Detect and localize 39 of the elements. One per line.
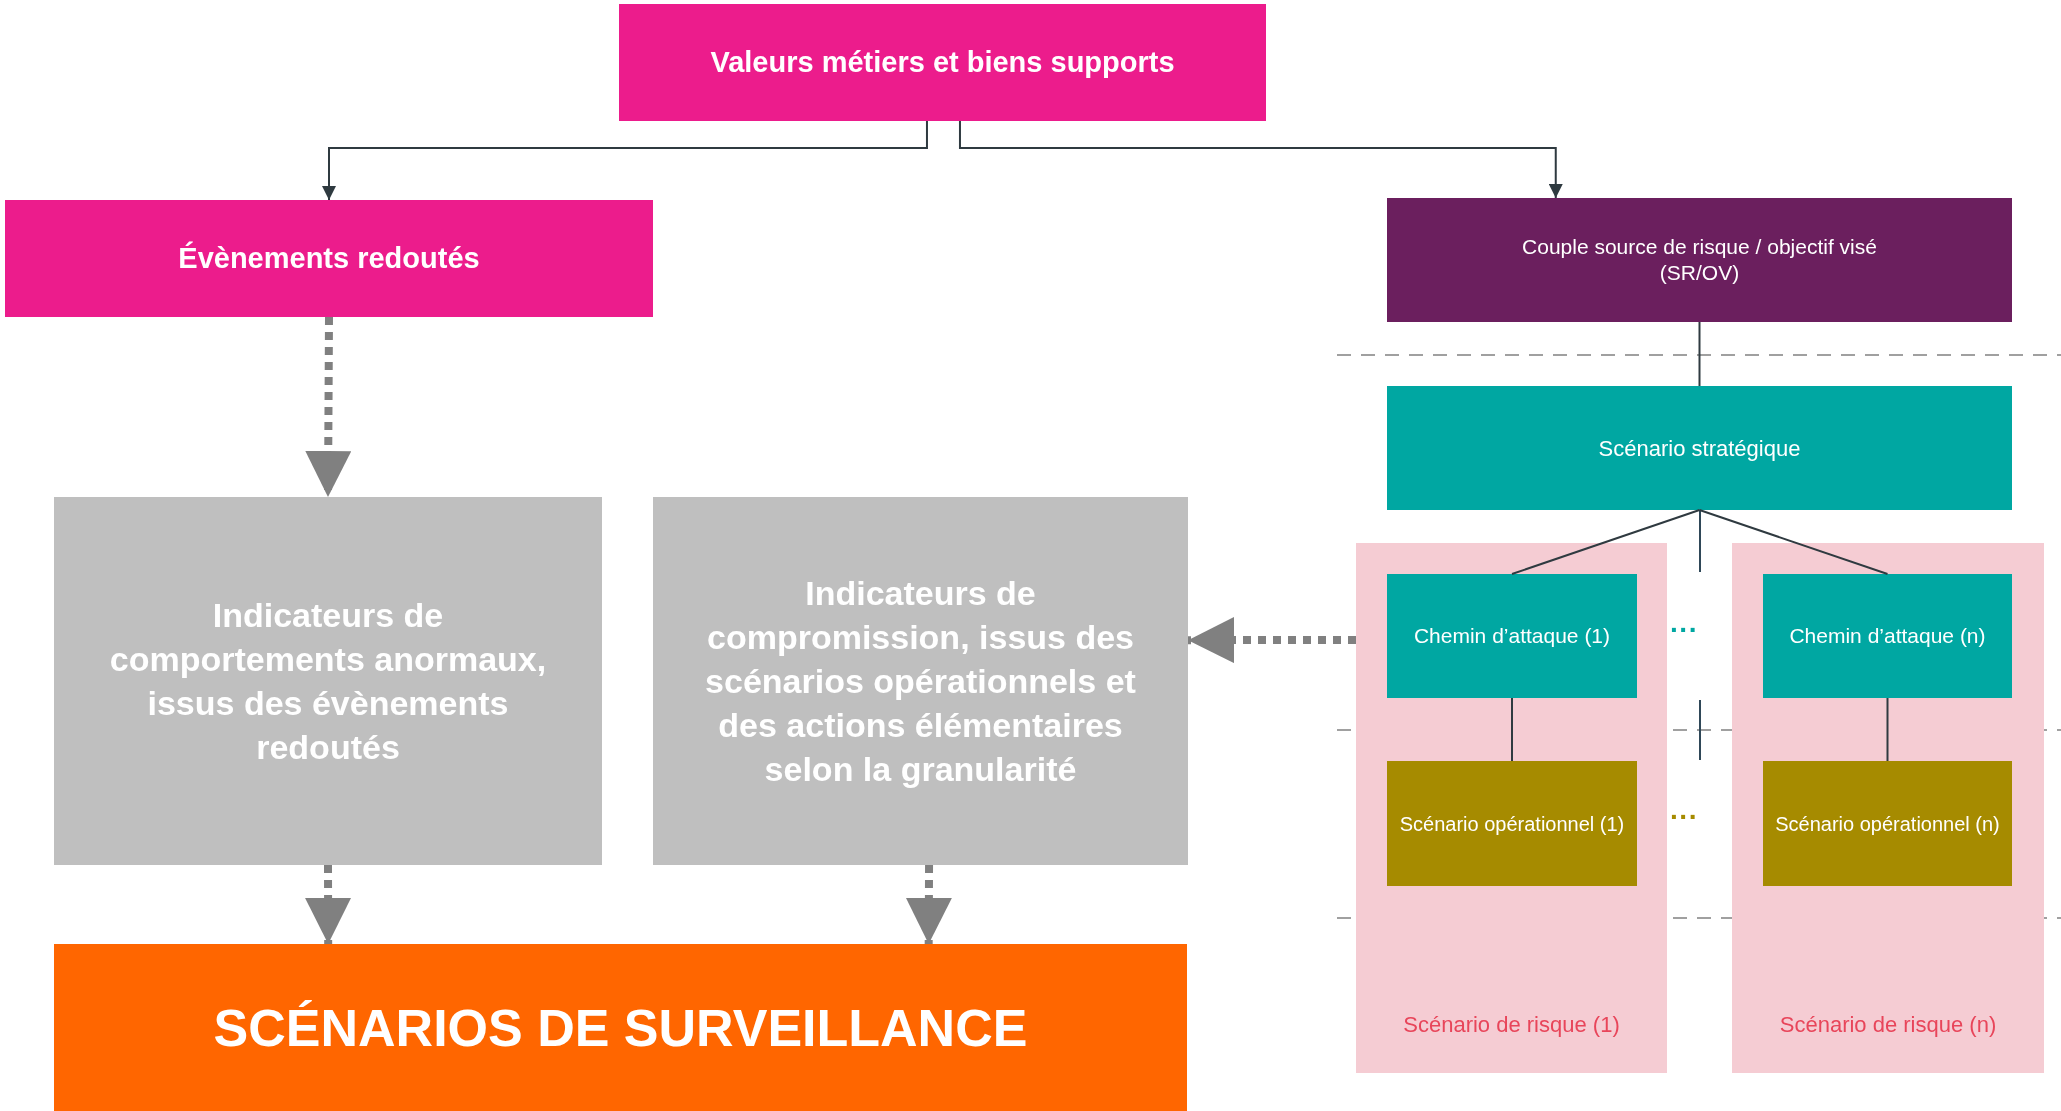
node-label: Chemin d’attaque (n) xyxy=(1789,623,1986,650)
process-box xyxy=(619,4,1266,121)
node-label: Scénario stratégique xyxy=(1598,434,1801,463)
band-panel xyxy=(1356,543,1667,1073)
process-box xyxy=(1763,761,2012,886)
connector-line xyxy=(1698,509,1889,575)
node-label: Couple source de risque / objectif visé (SR/OV) xyxy=(1521,233,1878,286)
band-panel xyxy=(1732,543,2044,1073)
process-box xyxy=(1763,574,2012,698)
process-box xyxy=(1387,761,1637,886)
node-label: SCÉNARIOS DE SURVEILLANCE xyxy=(213,997,1028,1059)
process-box xyxy=(5,200,653,317)
process-box xyxy=(1387,198,2012,322)
arrow xyxy=(1188,617,1356,664)
process-box xyxy=(1387,574,1637,698)
arrow xyxy=(905,865,952,944)
node-label: Scénario opérationnel (n) xyxy=(1775,811,2000,837)
process-box xyxy=(54,944,1187,1111)
node-label: Indicateurs de compromission, issus des scénarios opérationnels et des actions élémentaires selon la granularité xyxy=(704,572,1137,791)
node-label: Indicateurs de comportements anormaux, issus des évènements redoutés xyxy=(108,594,548,769)
node-label: Évènements redoutés xyxy=(178,240,480,276)
node-label: Scénario de risque (n) xyxy=(1779,1011,1997,1039)
connector-line xyxy=(1511,697,1513,762)
arrow xyxy=(322,120,928,201)
arrow xyxy=(305,316,352,498)
node-label: Valeurs métiers et biens supports xyxy=(710,44,1175,80)
connector-line xyxy=(1886,697,1889,762)
ellipsis-label: ··· xyxy=(1670,616,1698,644)
node-label: Scénario opérationnel (1) xyxy=(1399,811,1625,837)
node-label: Scénario de risque (1) xyxy=(1403,1011,1620,1039)
arrow xyxy=(958,120,1563,199)
process-box xyxy=(653,497,1188,865)
arrow xyxy=(305,865,352,944)
process-box xyxy=(54,497,602,865)
ellipsis-label: ··· xyxy=(1670,803,1698,831)
process-box xyxy=(1387,386,2012,510)
connector-line xyxy=(1511,509,1701,575)
node-label: Chemin d’attaque (1) xyxy=(1413,623,1611,650)
connector-line xyxy=(1698,321,1701,387)
